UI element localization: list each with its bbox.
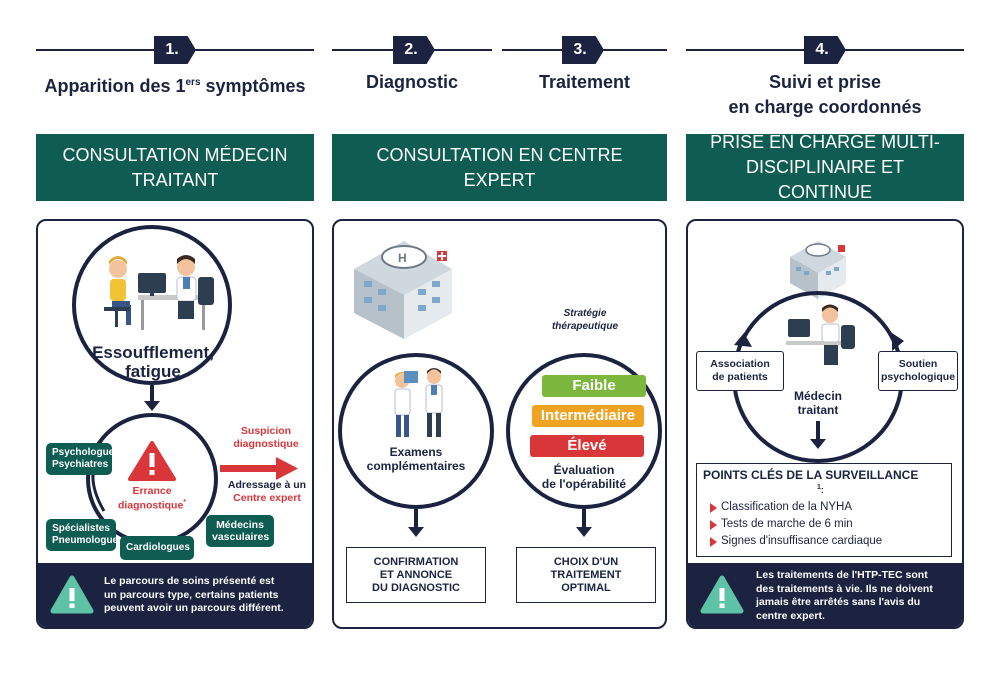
doctor-icon bbox=[177, 258, 195, 276]
info-warning-icon-2 bbox=[700, 575, 744, 614]
specialist-cardiologues: Cardiologues bbox=[120, 536, 194, 560]
points-cles-box: POINTS CLÉS DE LA SURVEILLANCE 1: Classi… bbox=[696, 463, 952, 557]
banner-medecin-traitant: CONSULTATION MÉDECIN TRAITANT bbox=[36, 134, 314, 201]
panel-1-graphics bbox=[72, 225, 298, 545]
hospital-small-icon bbox=[790, 241, 846, 299]
step-2-badge: 2. bbox=[393, 36, 435, 64]
suspicion-arrow bbox=[220, 465, 280, 472]
step-4-badge: 4. bbox=[804, 36, 846, 64]
patient-icon bbox=[109, 260, 127, 278]
symptoms-label: Essoufflement,fatigue bbox=[92, 343, 214, 381]
points-cles-title: POINTS CLÉS DE LA SURVEILLANCE bbox=[703, 468, 919, 482]
step-3-badge: 3. bbox=[562, 36, 604, 64]
info-warning-icon bbox=[50, 575, 94, 614]
banner-centre-expert: CONSULTATION EN CENTRE EXPERT bbox=[332, 134, 667, 201]
step-3-title: Traitement bbox=[538, 72, 631, 92]
banner-prise-en-charge: PRISE EN CHARGE MULTI-DISCIPLINAIRE ET C… bbox=[686, 132, 964, 202]
doctors-icon bbox=[394, 368, 443, 437]
step-1-badge: 1. bbox=[154, 36, 196, 64]
panel-centre-expert: H bbox=[332, 219, 667, 629]
computer-icon bbox=[138, 273, 166, 293]
points-cles-ref: 1: bbox=[817, 484, 824, 495]
level-faible: Faible bbox=[542, 375, 646, 397]
panel-3-graphics bbox=[710, 241, 904, 547]
desk-icon bbox=[138, 295, 208, 300]
point-nyha: Classification de la NYHA bbox=[721, 501, 853, 513]
step-1-title: Apparition des 1ers symptômes bbox=[44, 76, 306, 96]
step-2-title: Diagnostic bbox=[365, 72, 458, 92]
examens-circle bbox=[338, 353, 494, 509]
desk-small-icon bbox=[786, 341, 854, 345]
hospital-icon: H bbox=[354, 241, 452, 339]
svg-text:H: H bbox=[398, 251, 407, 265]
point-insuffisance: Signes d'insuffisance cardiaque bbox=[721, 535, 883, 547]
doctor-small-icon bbox=[822, 307, 838, 323]
level-eleve: Élevé bbox=[530, 435, 644, 457]
level-intermediaire: Intermédiaire bbox=[532, 405, 644, 427]
point-marche: Tests de marche de 6 min bbox=[721, 518, 853, 530]
